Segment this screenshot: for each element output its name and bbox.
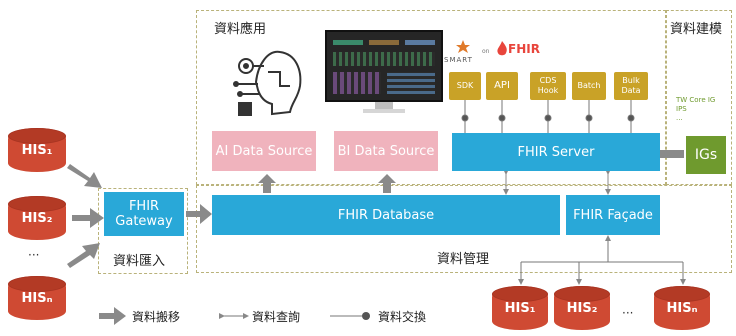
tool-cds-hook: CDS Hook <box>530 72 566 100</box>
legend-exchange-label: 資料交換 <box>378 310 427 324</box>
his-bottom-1: HIS₁ <box>492 286 548 330</box>
his-left-2: HIS₂ <box>8 196 66 240</box>
igs-box: IGs <box>686 136 726 174</box>
data-import-label: 資料匯入 <box>113 254 166 269</box>
fhir-database: FHIR Database <box>212 195 560 235</box>
data-import-zone <box>98 188 188 274</box>
query-arrows <box>503 169 611 195</box>
legend-exchange-dot <box>362 312 370 320</box>
legend-migrate-arrow <box>99 307 126 325</box>
modeling-note-ips: IPS <box>676 105 687 113</box>
monitor-stand <box>375 102 393 109</box>
fhir-gateway: FHIR Gateway <box>104 192 184 236</box>
monitor-base <box>363 109 405 113</box>
monitor-screen <box>325 30 443 102</box>
his-left-1: HIS₁ <box>8 128 66 172</box>
fhir-text: FHIR <box>508 42 540 56</box>
bi-data-source: BI Data Source <box>334 131 438 171</box>
smart-on-fhir-logo: SMART on FHIR <box>444 38 554 66</box>
his-bottom-2: HIS₂ <box>554 286 610 330</box>
his-left-n: HISₙ <box>8 276 66 320</box>
data-application-zone <box>196 10 666 185</box>
fhir-facade: FHIR Façade <box>566 195 660 235</box>
data-modeling-label: 資料建模 <box>670 22 723 37</box>
data-management-zone <box>196 185 732 273</box>
modeling-note-tw-core: TW Core IG <box>676 96 716 104</box>
fhir-flame-icon <box>497 41 507 56</box>
migrate-arrows <box>67 143 684 268</box>
tool-batch: Batch <box>572 72 606 100</box>
modeling-note-more: ... <box>676 114 683 122</box>
modeling-notes: TW Core IG IPS ... <box>676 96 715 123</box>
legend-query-label: 資料查詢 <box>252 310 301 324</box>
data-application-label: 資料應用 <box>214 22 267 37</box>
data-modeling-zone <box>666 10 732 185</box>
exchange-lines <box>461 98 635 133</box>
tool-api: API <box>486 72 518 100</box>
smart-text: SMART <box>444 56 473 64</box>
data-management-label: 資料管理 <box>437 252 490 267</box>
tool-sdk: SDK <box>449 72 481 100</box>
facade-bus <box>518 235 686 285</box>
bi-dashboard-monitor <box>325 30 443 114</box>
his-bottom-ellipsis: ··· <box>622 306 634 320</box>
fhir-server: FHIR Server <box>452 133 660 171</box>
ai-data-source: AI Data Source <box>212 131 316 171</box>
ai-robot-head-icon <box>233 50 302 116</box>
legend-migrate-label: 資料搬移 <box>132 310 181 324</box>
his-bottom-n: HISₙ <box>654 286 710 330</box>
his-left-ellipsis: ··· <box>28 248 40 262</box>
smart-flame-icon <box>456 40 470 53</box>
on-text: on <box>482 48 490 55</box>
tool-bulk-data: Bulk Data <box>614 72 648 100</box>
